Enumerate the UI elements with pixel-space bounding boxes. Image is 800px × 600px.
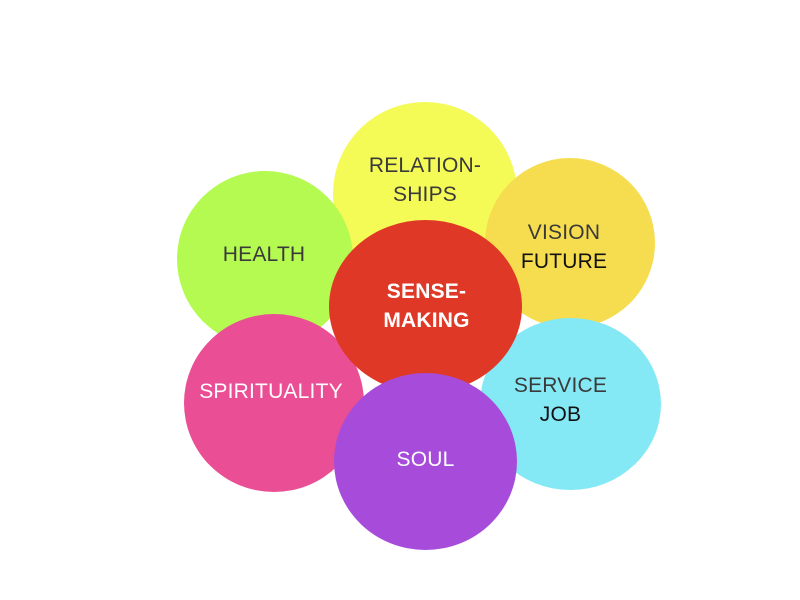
sense-making-label-line-1: SENSE- — [386, 279, 467, 303]
future-label: FUTURE — [520, 250, 608, 273]
relationships-label-line-1: RELATION- — [368, 154, 482, 177]
vision-label: VISION — [527, 221, 601, 244]
sense-making-label-line-2: MAKING — [383, 308, 470, 332]
health-label: HEALTH — [222, 242, 306, 266]
job-label: JOB — [539, 403, 582, 426]
relationships-label-line-2: SHIPS — [392, 183, 458, 206]
service-label: SERVICE — [513, 374, 608, 397]
soul-circle: SOUL — [334, 373, 517, 550]
soul-label: SOUL — [396, 448, 455, 471]
sense-making-center-circle: SENSE- MAKING — [329, 220, 522, 393]
spirituality-label: SPIRITUALITY — [199, 379, 343, 403]
